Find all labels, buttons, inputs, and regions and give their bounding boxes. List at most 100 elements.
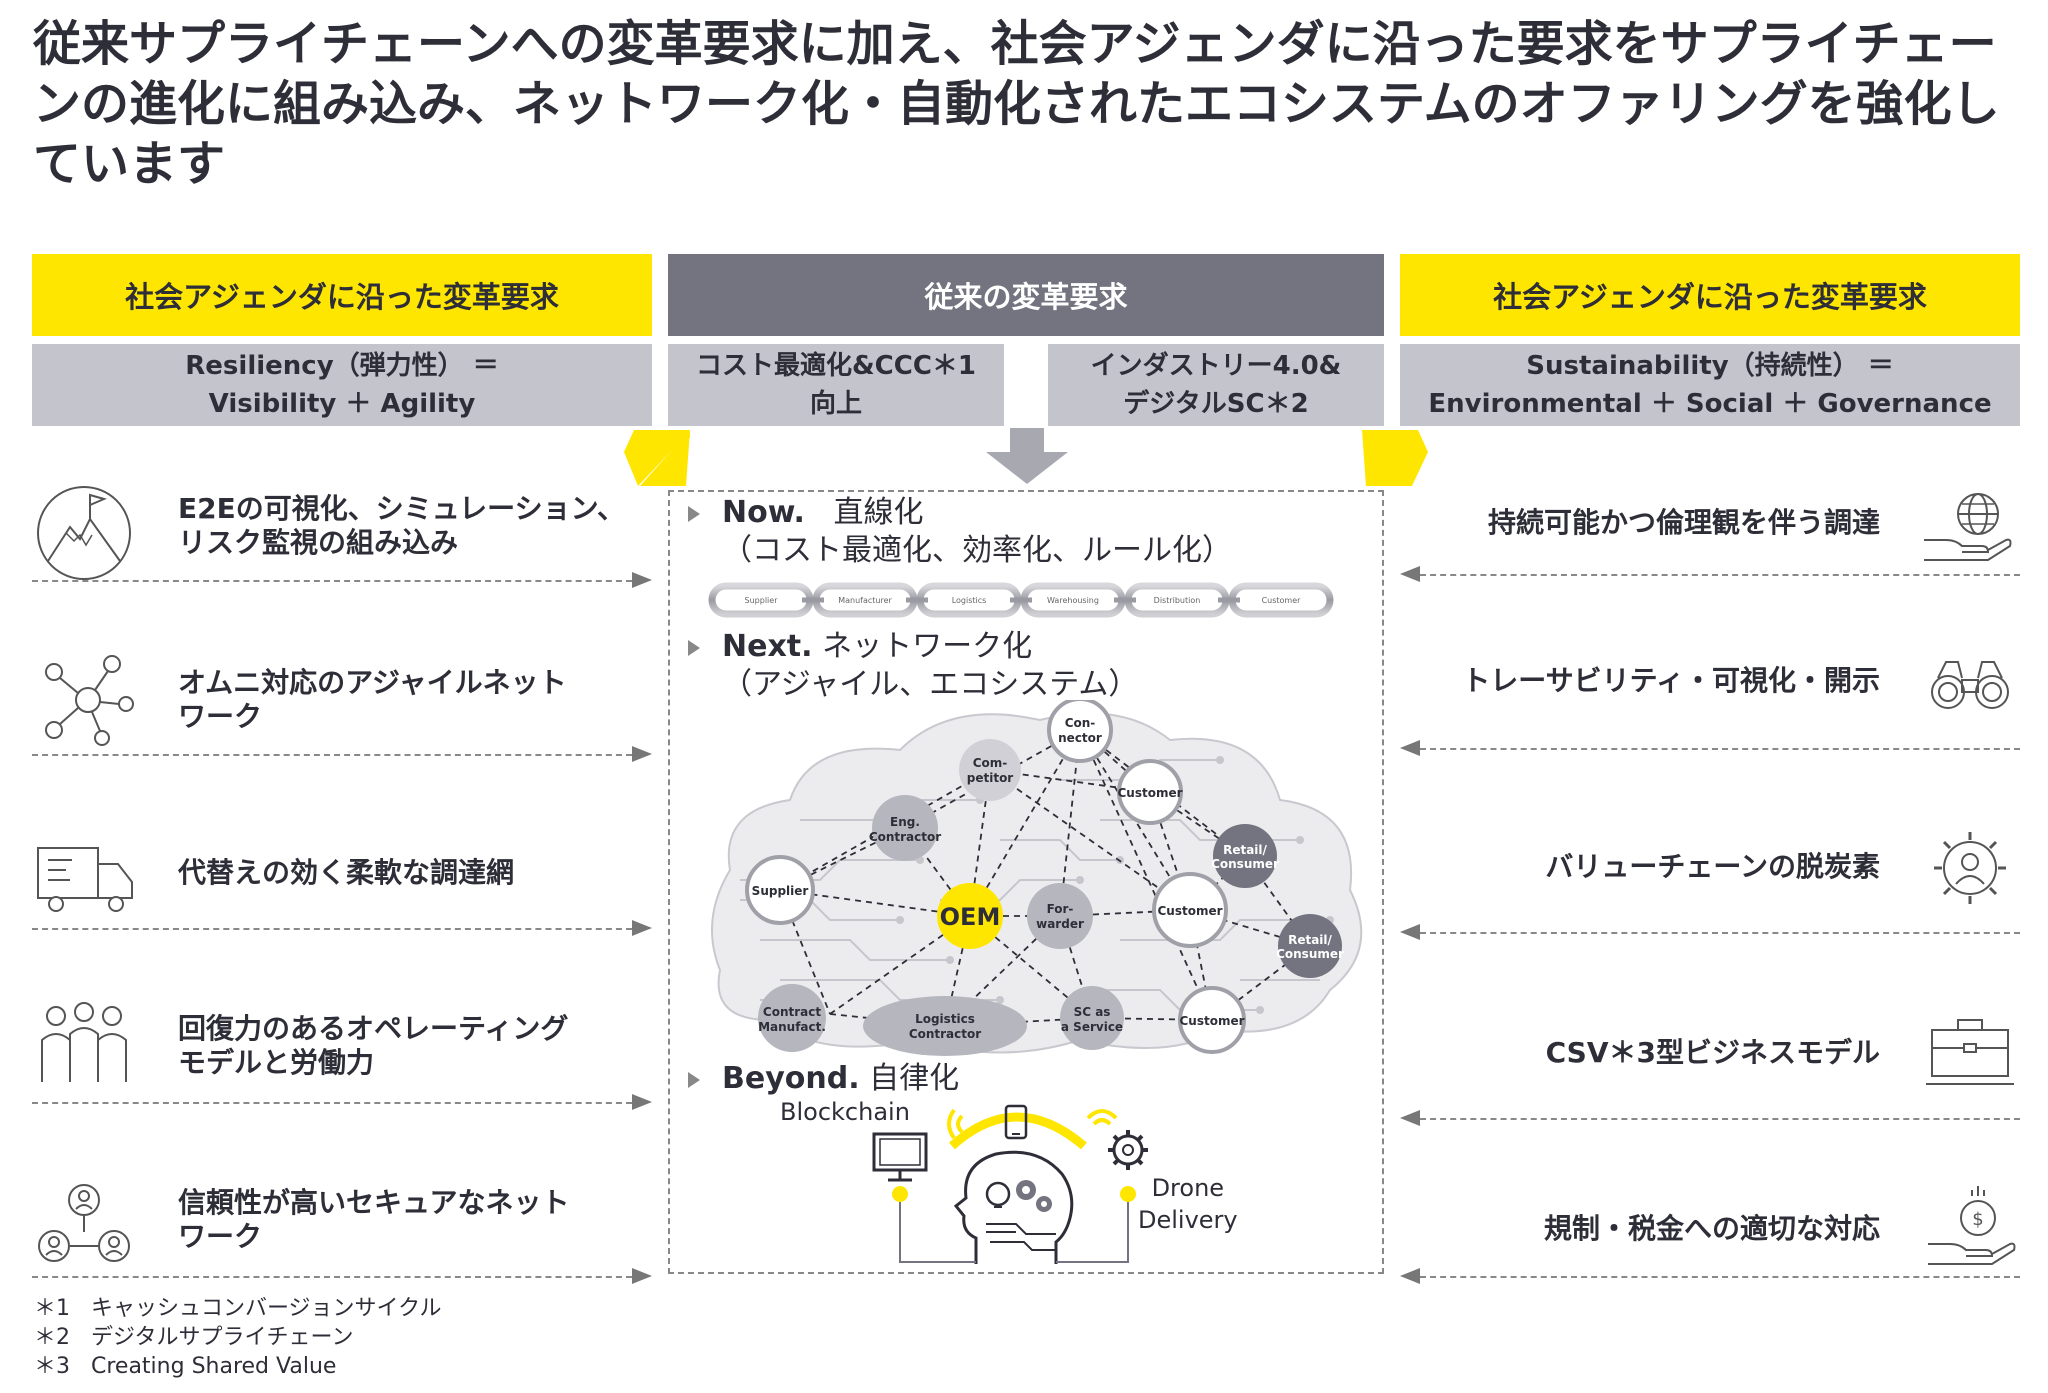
right-subheader: Sustainability（持続性） ＝ Environmental ＋ So… xyxy=(1400,344,2020,426)
stage-next-sub: （アジャイル、エコシステム） xyxy=(722,667,1139,702)
autonomous-ai-head-illustration xyxy=(872,1104,1148,1264)
right-yellow-arrow-icon xyxy=(1362,430,1428,486)
center-sub1-line1: コスト最適化&CCC＊1 xyxy=(695,351,976,381)
right-divider-5 xyxy=(1420,1276,2020,1278)
arrowhead-icon xyxy=(632,572,652,588)
blockchain-label: Blockchain xyxy=(780,1098,910,1126)
network-ecosystem-diagram: Con- nector Com- petitor Customer Eng. C… xyxy=(711,700,1363,1056)
briefcase-icon xyxy=(1926,1019,2014,1085)
svg-text:Manufact.: Manufact. xyxy=(758,1020,826,1034)
chain-link-supplier: Supplier xyxy=(745,596,779,605)
node-customer-1: Customer xyxy=(1117,759,1183,825)
left-item-1: E2Eの可視化、シミュレーション、 リスク監視の組み込み xyxy=(178,492,625,559)
chain-link-distribution: Distribution xyxy=(1154,596,1201,605)
svg-text:Com-: Com- xyxy=(973,756,1008,770)
stage-next-keyword: Next. xyxy=(722,629,813,664)
mountain-flag-icon xyxy=(37,486,131,580)
center-grey-down-arrow-icon xyxy=(986,428,1068,484)
chain-link-logistics: Logistics xyxy=(952,596,987,605)
svg-text:Customer: Customer xyxy=(1157,904,1222,918)
left-divider-1 xyxy=(32,580,632,582)
svg-text:Con-: Con- xyxy=(1065,716,1096,730)
svg-text:Customer: Customer xyxy=(1117,786,1182,800)
arrowhead-left-icon xyxy=(1400,740,1420,756)
center-sub1-line2: 向上 xyxy=(809,389,862,419)
node-customer-3: Customer xyxy=(1178,986,1246,1054)
arrowhead-icon xyxy=(632,1094,652,1110)
chain-link-manufacturer: Manufacturer xyxy=(838,596,892,605)
arrowhead-left-icon xyxy=(1400,566,1420,582)
center-header: 従来の変革要求 xyxy=(668,254,1384,336)
svg-text:$: $ xyxy=(1972,1209,1983,1230)
gear-icon xyxy=(1108,1130,1148,1170)
bullet-triangle-icon xyxy=(688,1072,700,1088)
node-retail-consumer-2: Retail/ Consumer xyxy=(1276,914,1344,978)
node-supplier: Supplier xyxy=(745,855,815,925)
stage-now-text: 直線化 xyxy=(833,495,924,530)
right-header: 社会アジェンダに沿った変革要求 xyxy=(1400,254,2020,336)
node-sc-as-a-service: SC as a Service xyxy=(1060,986,1124,1050)
stage-beyond-keyword: Beyond. xyxy=(722,1061,860,1096)
page-title: 従来サプライチェーンへの変革要求に加え、社会アジェンダに沿った要求をサプライチェ… xyxy=(33,16,2000,192)
left-item-3: 代替えの効く柔軟な調達網 xyxy=(178,856,515,889)
monitor-icon xyxy=(872,1132,928,1182)
left-header: 社会アジェンダに沿った変革要求 xyxy=(32,254,652,336)
stage-beyond-text: 自律化 xyxy=(869,1061,960,1096)
right-item-4: CSV＊3型ビジネスモデル xyxy=(1545,1036,1880,1069)
chain-link-customer: Customer xyxy=(1262,596,1302,605)
stage-now-sub: （コスト最適化、効率化、ルール化） xyxy=(722,533,1232,568)
node-contract-manufacturer: Contract Manufact. xyxy=(758,984,826,1052)
svg-text:OEM: OEM xyxy=(940,903,1001,931)
left-item-5: 信頼性が高いセキュアなネット ワーク xyxy=(178,1186,570,1253)
binoculars-icon xyxy=(1931,661,2009,709)
right-item-5: 規制・税金への適切な対応 xyxy=(1543,1212,1880,1245)
chain-link-warehousing: Warehousing xyxy=(1047,596,1099,605)
stage-next: Next. ネットワーク化 xyxy=(722,628,1362,666)
right-sub-line2: Environmental ＋ Social ＋ Governance xyxy=(1428,389,1992,419)
svg-text:warder: warder xyxy=(1036,917,1084,931)
svg-text:nector: nector xyxy=(1058,731,1102,745)
phone-icon xyxy=(1004,1104,1028,1140)
node-forwarder: For- warder xyxy=(1027,883,1093,949)
svg-text:Contract: Contract xyxy=(763,1005,821,1019)
left-yellow-arrow-icon xyxy=(624,430,690,486)
arrowhead-left-icon xyxy=(1400,1268,1420,1284)
right-divider-3 xyxy=(1420,932,2020,934)
people-group-icon xyxy=(41,1002,127,1082)
arrowhead-icon xyxy=(632,1268,652,1284)
svg-text:Supplier: Supplier xyxy=(752,884,809,898)
stage-now-keyword: Now. xyxy=(722,495,805,530)
globe-in-hand-icon xyxy=(1924,493,2012,561)
node-logistics-contractor: Logistics Contractor xyxy=(863,996,1027,1056)
right-item-1: 持続可能かつ倫理観を伴う調達 xyxy=(1487,506,1880,539)
arrowhead-icon xyxy=(632,920,652,936)
node-connector: Con- nector xyxy=(1047,700,1113,763)
supply-chain-links: Supplier Manufacturer Logistics Warehous… xyxy=(708,582,1334,618)
svg-text:Logistics: Logistics xyxy=(915,1012,975,1026)
node-customer-2: Customer xyxy=(1152,872,1228,948)
bullet-triangle-icon xyxy=(688,506,700,522)
svg-text:Customer: Customer xyxy=(1179,1014,1244,1028)
person-gear-icon xyxy=(1934,832,2006,904)
left-sub-line2: Visibility ＋ Agility xyxy=(208,389,476,419)
bullet-triangle-icon xyxy=(688,640,700,656)
right-item-2: トレーサビリティ・可視化・開示 xyxy=(1462,664,1880,697)
left-divider-3 xyxy=(32,928,632,930)
svg-text:a Service: a Service xyxy=(1061,1020,1123,1034)
right-item-3: バリューチェーンの脱炭素 xyxy=(1545,850,1880,883)
svg-text:Consumer: Consumer xyxy=(1276,947,1344,961)
center-sub2-line1: インダストリー4.0& xyxy=(1090,351,1342,381)
arrowhead-left-icon xyxy=(1400,924,1420,940)
arrowhead-left-icon xyxy=(1400,1110,1420,1126)
right-sub-line1: Sustainability（持続性） ＝ xyxy=(1526,351,1894,381)
left-item-4: 回復力のあるオペレーティング モデルと労働力 xyxy=(178,1012,569,1079)
left-subheader: Resiliency（弾力性） ＝ Visibility ＋ Agility xyxy=(32,344,652,426)
left-divider-4 xyxy=(32,1102,632,1104)
node-competitor: Com- petitor xyxy=(959,739,1021,801)
arrowhead-icon xyxy=(632,746,652,762)
svg-text:Retail/: Retail/ xyxy=(1288,933,1332,947)
stage-now: Now. 直線化 xyxy=(722,494,1362,532)
center-subheader-cost: コスト最適化&CCC＊1 向上 xyxy=(668,344,1004,426)
footnote-3: ＊3 Creating Shared Value xyxy=(34,1354,337,1379)
svg-text:Contractor: Contractor xyxy=(909,1027,981,1041)
